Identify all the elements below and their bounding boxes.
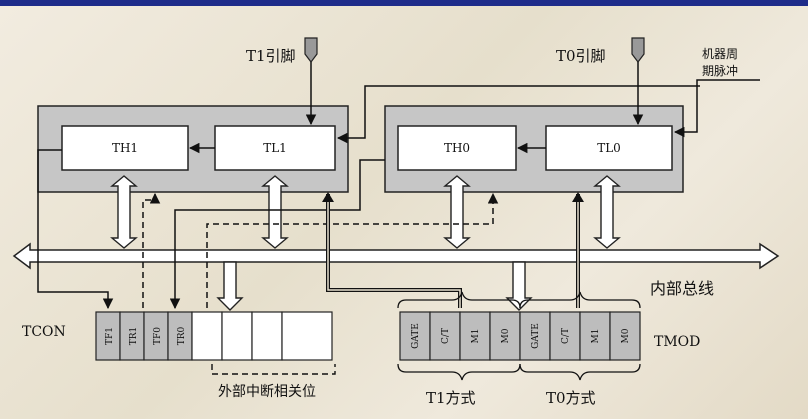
tmod-bit-6	[579, 311, 611, 361]
tcon-bit-2	[143, 311, 169, 361]
ext-int-bracket	[211, 364, 336, 375]
t0-pin-icon	[631, 37, 645, 63]
internal-bus	[12, 242, 780, 270]
tcon-bit-5	[221, 311, 253, 361]
tmod-bit-label-2: M1	[471, 329, 481, 344]
t0-mode-label: T0方式	[546, 389, 596, 407]
tcon-bit-0	[95, 311, 121, 361]
tmod-bit-0	[399, 311, 431, 361]
tcon-bit-label-2: TF0	[153, 327, 163, 345]
t1-mode-label: T1方式	[426, 389, 476, 407]
top-bar	[0, 0, 808, 6]
tcon-bit-7	[281, 311, 333, 361]
tmod-label: TMOD	[654, 334, 700, 350]
tcon-bit-label-1: TR1	[129, 327, 139, 346]
tmod-bit-label-7: M0	[621, 328, 631, 343]
t1-mode-brace-top	[397, 291, 521, 309]
tr1-line	[142, 192, 161, 308]
bus-arrow-tl0	[593, 175, 621, 249]
tmod-to-tl0-arrowhead	[572, 192, 584, 202]
machine-cycle-label-1: 机器周	[702, 47, 738, 61]
tmod-register: GATE C/T M1 M0 GATE C/T M1 M0	[399, 311, 641, 361]
t1-pin-label: T1引脚	[246, 47, 296, 65]
tmod-bit-label-6: M1	[591, 329, 601, 344]
tmod-bit-3	[489, 311, 521, 361]
tl0-label: TL0	[597, 141, 621, 155]
tr0-line	[206, 192, 499, 308]
bus-to-tcon-arrow	[216, 261, 244, 311]
tmod-bit-7	[609, 311, 641, 361]
tf0-line	[169, 159, 385, 310]
tl0-box	[545, 125, 673, 171]
t0-mode-brace-top	[519, 291, 641, 309]
machine-cycle-line-t0	[673, 79, 760, 138]
tcon-bit-4	[191, 311, 223, 361]
th1-box	[61, 125, 189, 171]
t1-pin-icon	[304, 37, 318, 63]
th0-box	[397, 125, 517, 171]
internal-bus-label: 内部总线	[650, 279, 714, 298]
tmod-bit-label-3: M0	[501, 328, 511, 343]
tf1-line	[37, 149, 114, 310]
bus-arrow-th1	[110, 175, 138, 249]
tmod-bit-1	[429, 311, 461, 361]
ext-int-label: 外部中断相关位	[218, 384, 316, 400]
machine-cycle-label-2: 期脉冲	[702, 63, 738, 78]
tmod-to-tl1-arrowhead	[322, 192, 334, 202]
t0-pin-label: T0引脚	[556, 47, 606, 65]
bus-arrow-tl1	[261, 175, 289, 249]
tmod-bit-2	[459, 311, 491, 361]
tmod-bit-label-4: GATE	[531, 323, 541, 349]
bus-to-tmod-arrow	[505, 261, 533, 311]
th0-label: TH0	[444, 141, 470, 155]
bus-arrow-th0	[443, 175, 471, 249]
th1-label: TH1	[112, 141, 138, 155]
tmod-to-tl1-line-inner	[327, 194, 461, 308]
tcon-bit-label-3: TR0	[177, 326, 187, 345]
t1-mode-brace-bottom	[397, 363, 521, 381]
tmod-bit-label-1: C/T	[441, 328, 451, 344]
tcon-bit-label-0: TF1	[105, 327, 115, 345]
t0-mode-brace-bottom	[519, 363, 641, 381]
tcon-label: TCON	[22, 324, 66, 340]
tcon-bit-6	[251, 311, 283, 361]
tl1-label: TL1	[263, 141, 287, 155]
tcon-register: TF1 TR1 TF0 TR0	[95, 311, 333, 361]
machine-cycle-line-t1	[336, 85, 700, 144]
tmod-bit-label-0: GATE	[411, 323, 421, 349]
tmod-bit-label-5: C/T	[561, 328, 571, 344]
